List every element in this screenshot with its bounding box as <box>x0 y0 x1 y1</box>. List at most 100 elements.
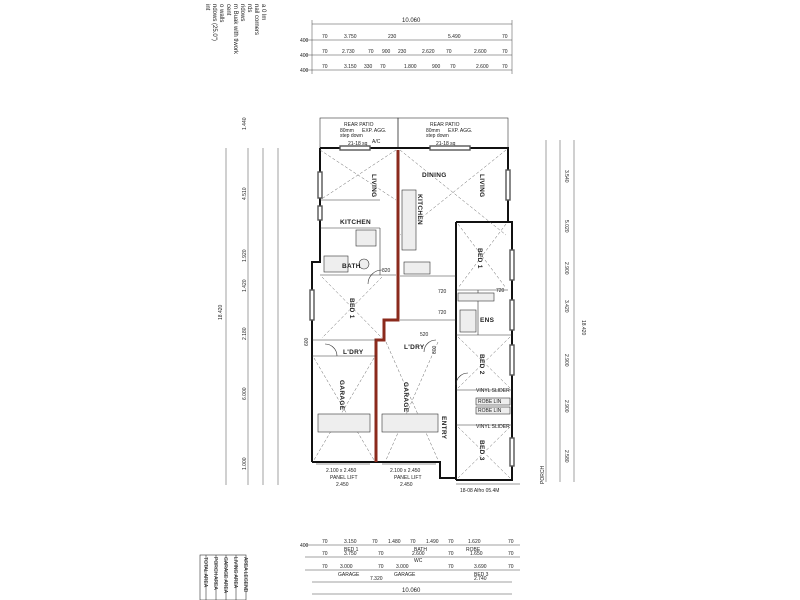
dim-text: 70 <box>380 64 386 70</box>
area-legend-row: TOTAL AREA <box>202 557 208 588</box>
dim-text: 1.440 <box>242 117 248 130</box>
dim-text: 70 <box>322 64 328 70</box>
door-size-label: 600 <box>304 337 310 346</box>
room-ldry-left: L'DRY <box>343 349 364 356</box>
room-ldry-right: L'DRY <box>404 344 425 351</box>
porch-area: 18-08 Alfro 05.4M <box>460 488 499 494</box>
dim-text: 3.540 <box>563 170 569 183</box>
dim-text: 3.750 <box>344 34 357 40</box>
dim-text: 230 <box>388 34 397 40</box>
dim-text: 70 <box>508 539 514 545</box>
robe-label: ROBE LIN <box>478 408 502 414</box>
garage-door-type: PANEL LIFT <box>330 475 358 481</box>
dim-text: 70 <box>448 564 454 570</box>
room-garage-right: GARAGE <box>402 382 409 413</box>
overall-width-label: 10.060 <box>402 18 421 24</box>
dim-text: 70 <box>502 49 508 55</box>
dim-text: 1.000 <box>242 457 248 470</box>
dim-text: 2.900 <box>563 400 569 413</box>
dim-text: 1.420 <box>242 279 248 292</box>
dim-text: 2.900 <box>563 354 569 367</box>
dim-text: 400 <box>300 38 309 44</box>
area-legend: AREA LEGEND LIVING AREA GARAGE AREA PORC… <box>199 554 248 600</box>
vinyl-slider-label: VINYL SLIDER <box>476 388 510 394</box>
patio-text: EXP. AGG. <box>362 128 386 134</box>
dim-text: 70 <box>368 49 374 55</box>
right-dimensions: 18.420 3.540 5.020 2.900 3.420 2.900 2.9… <box>545 140 586 482</box>
dim-text: 330 <box>364 64 373 70</box>
note-line: ndows (25.0") <box>211 4 217 41</box>
room-bed1-right: BED 1 <box>476 248 483 269</box>
left-unit <box>312 149 397 461</box>
dim-text: 70 <box>372 539 378 545</box>
dim-room: GARAGE <box>338 572 360 578</box>
garage-door-type: PANEL LIFT <box>394 475 422 481</box>
dim-text: 230 <box>398 49 407 55</box>
dim-text: 2.900 <box>563 262 569 275</box>
room-bed2: BED 2 <box>478 354 485 375</box>
dim-text: 70 <box>322 539 328 545</box>
dim-text: 70 <box>378 551 384 557</box>
dim-room: BATH <box>414 547 427 553</box>
dim-text: 1.650 <box>470 551 483 557</box>
dim-text: 70 <box>322 551 328 557</box>
dim-room: ROBE <box>466 547 481 553</box>
dim-text: 1.920 <box>242 249 248 262</box>
note-line: nail corners <box>253 4 259 35</box>
area-legend-row: GARAGE AREA <box>222 557 228 594</box>
dim-text: 2.740 <box>474 576 487 582</box>
dim-text: 2.730 <box>342 49 355 55</box>
robe-mid-b <box>475 406 511 415</box>
left-dimensions: 18.420 1.440 4.510 1.920 1.420 2.180 6.0… <box>218 117 279 485</box>
dim-text: 70 <box>322 49 328 55</box>
patio-text: step down <box>340 133 363 139</box>
rear-patio-right: REAR PATIO 80mm step down EXP. AGG. 21-1… <box>397 117 509 149</box>
note-line: cent <box>225 4 231 16</box>
dim-text: 6.000 <box>242 387 248 400</box>
room-living-left: LIVING <box>370 174 377 197</box>
room-garage-left: GARAGE <box>338 380 345 411</box>
note-line: ridows <box>239 4 245 21</box>
dim-text: 3.750 <box>344 551 357 557</box>
room-living-right: LIVING <box>478 174 485 197</box>
patio-area: 21-18 sq <box>348 141 368 147</box>
dim-text: 3.420 <box>563 300 569 313</box>
dim-text: 70 <box>508 564 514 570</box>
dim-text: 5.020 <box>563 220 569 233</box>
dim-text: 1.620 <box>468 539 481 545</box>
dim-text: 70 <box>448 539 454 545</box>
dim-text: 2.600 <box>476 64 489 70</box>
dim-text: 3.000 <box>340 564 353 570</box>
door-size-label: 720 <box>496 288 505 294</box>
garage-door-size: 2.100 x 2.450 <box>326 468 357 474</box>
dim-text: 3.000 <box>396 564 409 570</box>
dim-text: 400 <box>300 53 309 59</box>
notes-block: a 0 lm nail corners rds ridows m Buak wi… <box>204 4 266 55</box>
patio-title: REAR PATIO <box>344 122 374 128</box>
robe-label: ROBE LIN <box>478 399 502 405</box>
note-line: m Buak with tlwork <box>232 4 238 55</box>
rear-patio-left: REAR PATIO 80mm step down EXP. AGG. 21-1… <box>319 117 399 149</box>
top-dimensions: 10.060 400 70 3.750 230 5.490 70 400 70 … <box>300 18 513 74</box>
room-kitchen-right: KITCHEN <box>416 194 423 225</box>
dim-text: 70 <box>378 564 384 570</box>
dim-room: BED 3 <box>474 572 489 578</box>
ac-label: A/C <box>372 139 381 145</box>
area-legend-row: LIVING AREA <box>232 557 238 589</box>
robe-upper <box>457 292 495 302</box>
party-wall <box>374 150 400 462</box>
room-entry: ENTRY <box>440 416 447 440</box>
right-unit <box>381 149 512 479</box>
dim-text: 400 <box>300 543 309 549</box>
room-bed1-left: BED 1 <box>348 298 355 319</box>
room-bath-left: BATH <box>342 263 361 270</box>
patio-text: 80mm <box>340 128 354 134</box>
door-size-label: 600 <box>432 345 438 354</box>
note-line: int <box>204 4 210 11</box>
dim-text: 1.480 <box>388 539 401 545</box>
dim-text: 2.580 <box>563 450 569 463</box>
dim-text: 1.800 <box>404 64 417 70</box>
bottom-overall-width: 10.060 <box>402 588 421 594</box>
door-size-label: 720 <box>438 289 447 295</box>
patio-title: REAR PATIO <box>430 122 460 128</box>
